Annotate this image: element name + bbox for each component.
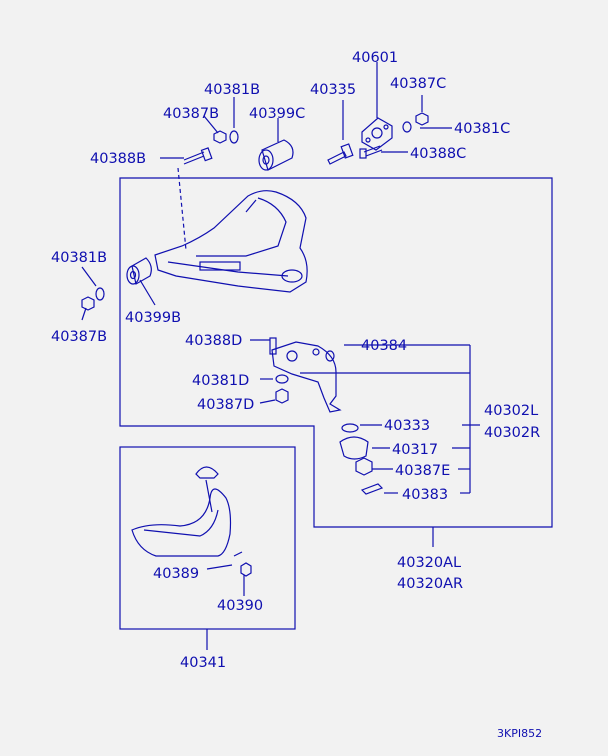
label-40333: 40333 — [384, 418, 430, 434]
bolt-40335-icon — [327, 143, 354, 165]
bolt-40388c-icon — [359, 145, 383, 159]
bolt-guide-line — [177, 167, 187, 251]
label-40381d: 40381D — [192, 373, 249, 389]
label-40341: 40341 — [180, 655, 226, 671]
label-40388c: 40388C — [410, 146, 466, 162]
label-40388b: 40388B — [90, 151, 146, 167]
label-40381b-top: 40381B — [204, 82, 260, 98]
nut-washer-top-icon — [213, 130, 239, 144]
label-40317: 40317 — [392, 442, 438, 458]
leader-lines — [81, 62, 480, 650]
upper-arm-icon — [154, 190, 308, 293]
label-40387e: 40387E — [395, 463, 450, 479]
label-40601: 40601 — [352, 50, 398, 66]
label-40389: 40389 — [153, 566, 199, 582]
label-40320ar: 40320AR — [397, 576, 463, 592]
bushing-40399b-icon — [126, 257, 152, 285]
nut-washer-lower-icon — [275, 374, 289, 404]
label-40387b-top: 40387B — [163, 106, 219, 122]
figure-code: 3KPI852 — [497, 727, 542, 740]
bushing-40399c-icon — [258, 139, 294, 171]
label-40384: 40384 — [361, 338, 407, 354]
label-40335: 40335 — [310, 82, 356, 98]
label-40387b-left: 40387B — [51, 329, 107, 345]
label-40302l: 40302L — [484, 403, 538, 419]
nut-washer-left-icon — [81, 287, 105, 311]
label-40399c: 40399C — [249, 106, 305, 122]
subassembly-box — [119, 446, 296, 630]
lower-arm-icon — [131, 466, 252, 577]
label-40383: 40383 — [402, 487, 448, 503]
label-40399b: 40399B — [125, 310, 181, 326]
label-40381c: 40381C — [454, 121, 510, 137]
assembly-outline — [119, 177, 553, 528]
bolt-40388b-icon — [183, 147, 213, 165]
label-40387c: 40387C — [390, 76, 446, 92]
nut-washer-right-icon — [402, 112, 429, 133]
label-40320al: 40320AL — [397, 555, 461, 571]
part-labels: 40601 40387C 40381B 40335 40387B 40399C … — [51, 50, 540, 671]
label-40390: 40390 — [217, 598, 263, 614]
label-40302r: 40302R — [484, 425, 540, 441]
bracket-40601-icon — [361, 117, 393, 151]
ball-joint-parts-icon — [339, 423, 384, 495]
label-40387d: 40387D — [197, 397, 254, 413]
label-40388d: 40388D — [185, 333, 242, 349]
label-40381b-left: 40381B — [51, 250, 107, 266]
ball-joint-icon — [269, 337, 342, 413]
